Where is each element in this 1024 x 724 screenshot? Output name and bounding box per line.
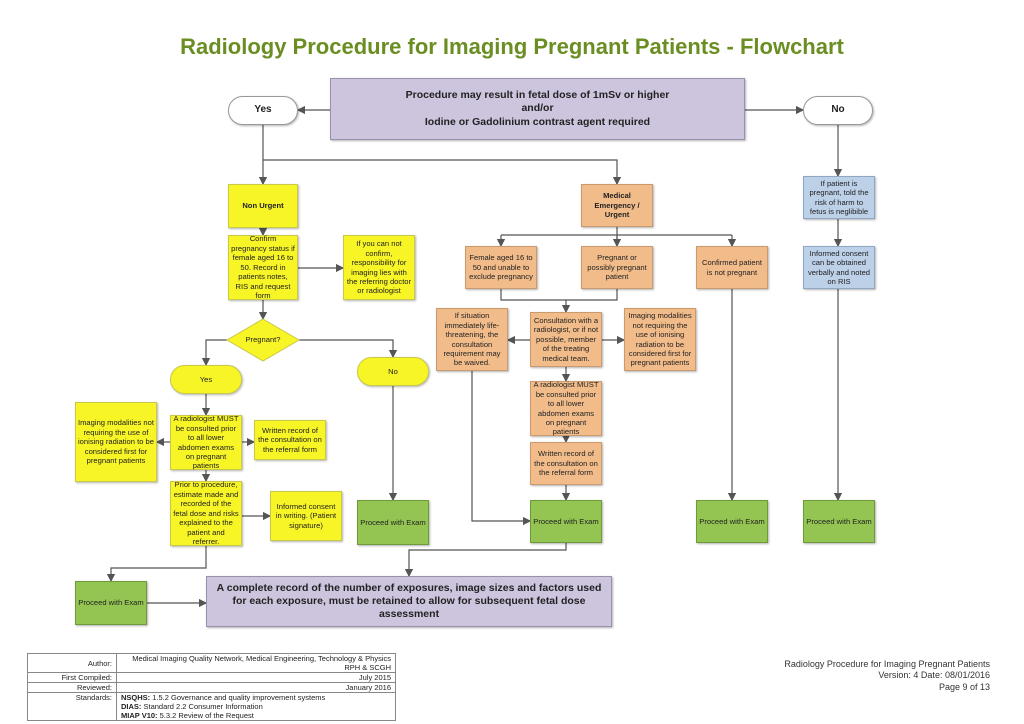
proceed-exam-confirmed-not-pregnant: Proceed with Exam bbox=[696, 500, 768, 543]
written-record-box: Written record of the consultation on th… bbox=[254, 420, 326, 460]
criteria-line-3: Iodine or Gadolinium contrast agent requ… bbox=[424, 115, 651, 128]
yes-terminal: Yes bbox=[228, 96, 298, 125]
non-urgent-box: Non Urgent bbox=[228, 184, 298, 228]
pregnant-decision-diamond bbox=[226, 318, 300, 362]
complete-record-box: A complete record of the number of expos… bbox=[206, 576, 612, 627]
std-dias: Standard 2.2 Consumer Information bbox=[141, 702, 263, 711]
proceed-exam-emergency: Proceed with Exam bbox=[530, 500, 602, 543]
std-dias-label: DIAS: bbox=[121, 702, 142, 711]
proceed-exam-no: Proceed with Exam bbox=[803, 500, 875, 543]
confirmed-not-pregnant-box: Confirmed patient is not pregnant bbox=[696, 246, 768, 289]
author-value: Medical Imaging Quality Network, Medical… bbox=[116, 653, 396, 673]
criteria-line-1: Procedure may result in fetal dose of 1m… bbox=[405, 89, 670, 102]
std-nsqhs-label: NSQHS: bbox=[121, 693, 151, 702]
standards-label: Standards: bbox=[27, 692, 117, 721]
compiled-label: First Compiled: bbox=[27, 672, 117, 683]
std-miap: 5.3.2 Review of the Request bbox=[157, 711, 254, 720]
page-title: Radiology Procedure for Imaging Pregnant… bbox=[180, 34, 844, 59]
emergency-written-record-box: Written record of the consultation on th… bbox=[530, 442, 602, 485]
author-label: Author: bbox=[27, 653, 117, 673]
prior-to-procedure-box: Prior to procedure, estimate made and re… bbox=[170, 480, 242, 546]
compiled-value: July 2015 bbox=[116, 672, 396, 683]
pregnant-question-label: Pregnant? bbox=[245, 335, 281, 345]
footer-version: Version: 4 Date: 08/01/2016 bbox=[878, 670, 990, 681]
pregnant-no-terminal: No bbox=[357, 357, 429, 386]
criteria-box: Procedure may result in fetal dose of 1m… bbox=[330, 78, 745, 140]
informed-consent-writing-box: Informed consent in writing. (Patient si… bbox=[270, 491, 342, 541]
no-terminal: No bbox=[803, 96, 873, 125]
proceed-exam-not-pregnant: Proceed with Exam bbox=[357, 500, 429, 545]
pregnant-yes-terminal: Yes bbox=[170, 365, 242, 394]
medical-emergency-box: Medical Emergency / Urgent bbox=[581, 184, 653, 227]
pregnant-possibly-box: Pregnant or possibly pregnant patient bbox=[581, 246, 653, 289]
footer-doc-title: Radiology Procedure for Imaging Pregnant… bbox=[784, 659, 990, 669]
proceed-exam-pregnant: Proceed with Exam bbox=[75, 581, 147, 625]
imaging-modalities-box: Imaging modalities not requiring the use… bbox=[75, 402, 157, 482]
confirm-pregnancy-box: Confirm pregnancy status if female aged … bbox=[228, 234, 298, 300]
standards-value: NSQHS: 1.5.2 Governance and quality impr… bbox=[116, 692, 396, 721]
std-miap-label: MIAP V10: bbox=[121, 711, 158, 720]
document-info-table: Author:Medical Imaging Quality Network, … bbox=[27, 653, 396, 721]
emergency-radiologist-must-box: A radiologist MUST be consulted prior to… bbox=[530, 380, 602, 436]
footer-page-number: Page 9 of 13 bbox=[938, 681, 990, 692]
consultation-box: Consultation with a radiologist, or if n… bbox=[530, 312, 602, 367]
cannot-confirm-box: If you can not confirm, responsibility f… bbox=[343, 235, 415, 300]
verbal-consent-box: Informed consent can be obtained verball… bbox=[803, 246, 875, 289]
female-unable-exclude-box: Female aged 16 to 50 and unable to exclu… bbox=[465, 246, 537, 289]
reviewed-label: Reviewed: bbox=[27, 682, 117, 693]
emergency-imaging-modalities-box: Imaging modalities not requiring the use… bbox=[624, 308, 696, 371]
document-footer-right: Radiology Procedure for Imaging Pregnant… bbox=[784, 659, 990, 693]
told-risk-box: If patient is pregnant, told the risk of… bbox=[803, 176, 875, 219]
reviewed-value: January 2016 bbox=[116, 682, 396, 693]
criteria-line-2: and/or bbox=[521, 102, 554, 115]
life-threatening-box: If situation immediately life-threatenin… bbox=[436, 308, 508, 371]
radiologist-must-box: A radiologist MUST be consulted prior to… bbox=[170, 414, 242, 470]
std-nsqhs: 1.5.2 Governance and quality improvement… bbox=[150, 693, 326, 702]
